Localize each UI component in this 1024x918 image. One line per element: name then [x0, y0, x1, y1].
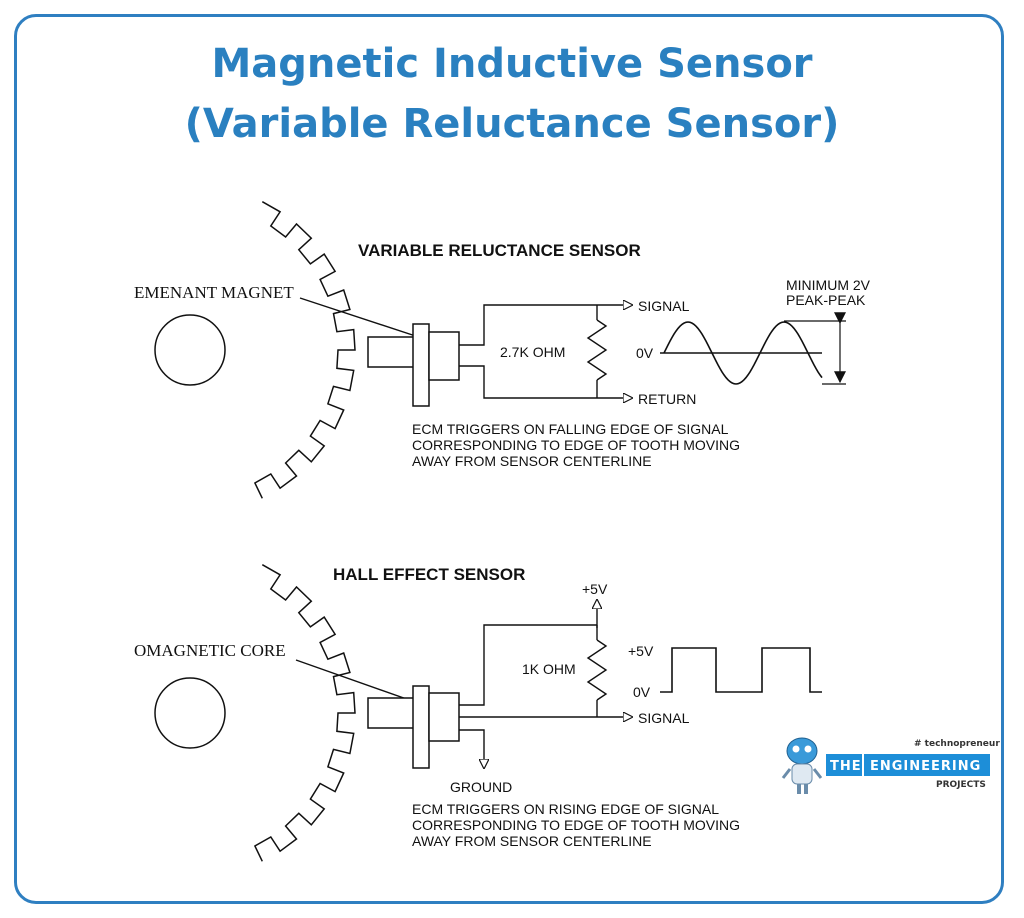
hall-high-label: +5V — [628, 643, 654, 659]
hall-resistor — [586, 639, 608, 701]
hall-zero-label: 0V — [633, 684, 651, 700]
vr-resistor — [586, 319, 608, 381]
vr-resistor-label: 2.7K OHM — [500, 344, 565, 360]
vr-sine-wave — [663, 321, 823, 385]
logo-the-badge — [826, 754, 862, 776]
hall-core-circle — [154, 677, 226, 749]
hall-note-line-1: ECM TRIGGERS ON RISING EDGE OF SIGNAL — [412, 801, 719, 817]
hall-signal-label: SIGNAL — [638, 710, 690, 726]
vr-return-wire — [459, 365, 632, 398]
vr-sensor-tip — [367, 336, 415, 368]
vr-zero-label: 0V — [636, 345, 654, 361]
hall-section: HALL EFFECT SENSOR OMAGNETIC CORE +5V 1K… — [134, 564, 822, 862]
hall-core-label: OMAGNETIC CORE — [134, 641, 286, 660]
vr-return-label: RETURN — [638, 391, 696, 407]
vr-toothed-wheel — [253, 201, 356, 499]
engineering-projects-logo: # technopreneur THE ENGINEERING PROJECTS — [781, 737, 1000, 794]
logo-tagline: # technopreneur — [914, 739, 1000, 749]
page-title-line-1: Magnetic Inductive Sensor — [211, 41, 813, 87]
logo-projects: PROJECTS — [936, 780, 986, 790]
hall-sensor-flange — [412, 685, 430, 769]
vr-signal-label: SIGNAL — [638, 298, 690, 314]
hall-supply-label: +5V — [582, 581, 608, 597]
page-title-line-2: (Variable Reluctance Sensor) — [184, 101, 840, 147]
logo-engineering-badge — [864, 754, 990, 776]
hall-note-line-3: AWAY FROM SENSOR CENTERLINE — [412, 833, 652, 849]
vr-section: VARIABLE RELUCTANCE SENSOR EMENANT MAGNE… — [134, 201, 871, 499]
vr-note-line-1: ECM TRIGGERS ON FALLING EDGE OF SIGNAL — [412, 421, 729, 437]
vr-note-line-2: CORRESPONDING TO EDGE OF TOOTH MOVING — [412, 437, 740, 453]
vr-peak-label: PEAK-PEAK — [786, 292, 866, 308]
vr-magnet-label: EMENANT MAGNET — [134, 283, 294, 302]
vr-note-line-3: AWAY FROM SENSOR CENTERLINE — [412, 453, 652, 469]
hall-square-wave — [660, 647, 822, 693]
robot-icon — [781, 737, 823, 794]
vr-magnet-circle — [154, 314, 226, 386]
vr-minimum-label: MINIMUM 2V — [786, 277, 871, 293]
logo-engineering: ENGINEERING — [870, 759, 981, 774]
hall-resistor-label: 1K OHM — [522, 661, 576, 677]
hall-heading: HALL EFFECT SENSOR — [333, 565, 525, 584]
hall-note-line-2: CORRESPONDING TO EDGE OF TOOTH MOVING — [412, 817, 740, 833]
hall-supply-wire — [459, 624, 597, 706]
logo-the: THE — [830, 759, 862, 774]
vr-heading: VARIABLE RELUCTANCE SENSOR — [358, 241, 641, 260]
hall-sensor-tip — [367, 697, 415, 729]
hall-sensor-body — [428, 692, 460, 742]
hall-toothed-wheel — [253, 564, 356, 862]
vr-sensor-flange — [412, 323, 430, 407]
hall-ground-wire — [459, 729, 484, 768]
vr-sensor-body — [428, 331, 460, 381]
hall-ground-label: GROUND — [450, 779, 512, 795]
vr-signal-wire — [459, 305, 632, 346]
